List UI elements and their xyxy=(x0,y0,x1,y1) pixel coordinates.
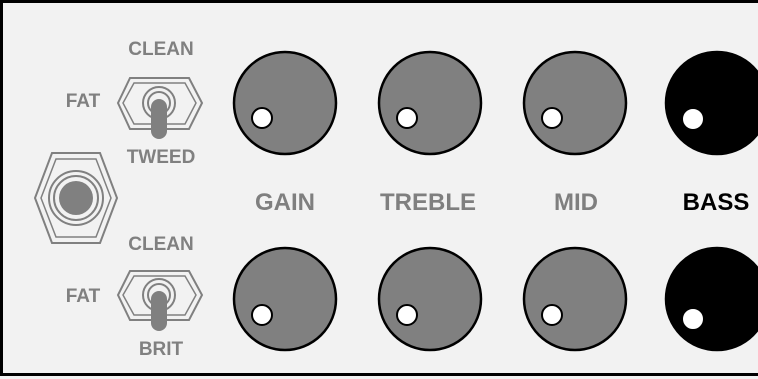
jack-socket[interactable] xyxy=(59,181,93,215)
knob-indicator-dot xyxy=(681,307,705,331)
knob-body[interactable] xyxy=(522,246,628,352)
upper-switch-hex-nut-inner xyxy=(122,82,197,125)
knob-indicator-dot xyxy=(251,107,273,129)
gain-knob-bottom[interactable] xyxy=(232,246,338,352)
knob-indicator-dot xyxy=(541,107,563,129)
knob-body[interactable] xyxy=(232,246,338,352)
mid-label: MID xyxy=(554,189,598,216)
bass-label: BASS xyxy=(683,189,750,216)
upper-switch-side-label: FAT xyxy=(66,91,101,112)
knob-indicator-dot xyxy=(396,304,418,326)
upper-switch-lever[interactable] xyxy=(151,99,167,139)
lower-switch-top-label: CLEAN xyxy=(128,234,193,255)
gain-label: GAIN xyxy=(255,189,315,216)
gain-knob-top[interactable] xyxy=(232,50,338,156)
knob-body[interactable] xyxy=(664,50,758,156)
knob-body[interactable] xyxy=(377,246,483,352)
knob-indicator-dot xyxy=(541,304,563,326)
knob-body[interactable] xyxy=(664,246,758,352)
knob-indicator-dot xyxy=(251,304,273,326)
treble-label: TREBLE xyxy=(380,189,476,216)
knob-body[interactable] xyxy=(232,50,338,156)
mid-knob-top[interactable] xyxy=(522,50,628,156)
lower-switch-side-label: FAT xyxy=(66,286,101,307)
knob-indicator-dot xyxy=(681,107,705,131)
treble-knob-bottom[interactable] xyxy=(377,246,483,352)
bass-knob-top[interactable] xyxy=(664,50,758,156)
jack-hex-nut-inner xyxy=(40,158,112,238)
lower-switch-hex-nut-inner xyxy=(122,275,197,316)
input-jack[interactable] xyxy=(33,152,119,244)
mid-knob-bottom[interactable] xyxy=(522,246,628,352)
upper-channel-switch[interactable]: CLEAN FAT TWEED xyxy=(66,39,204,168)
upper-switch-bottom-label: TWEED xyxy=(127,147,196,168)
knob-body[interactable] xyxy=(377,50,483,156)
upper-switch-top-label: CLEAN xyxy=(128,39,193,60)
lower-switch-lever[interactable] xyxy=(151,291,167,331)
lower-channel-switch[interactable]: CLEAN FAT BRIT xyxy=(66,234,204,360)
knob-body[interactable] xyxy=(522,50,628,156)
lower-switch-bottom-label: BRIT xyxy=(139,339,184,360)
bass-knob-bottom[interactable] xyxy=(664,246,758,352)
treble-knob-top[interactable] xyxy=(377,50,483,156)
knob-indicator-dot xyxy=(396,107,418,129)
